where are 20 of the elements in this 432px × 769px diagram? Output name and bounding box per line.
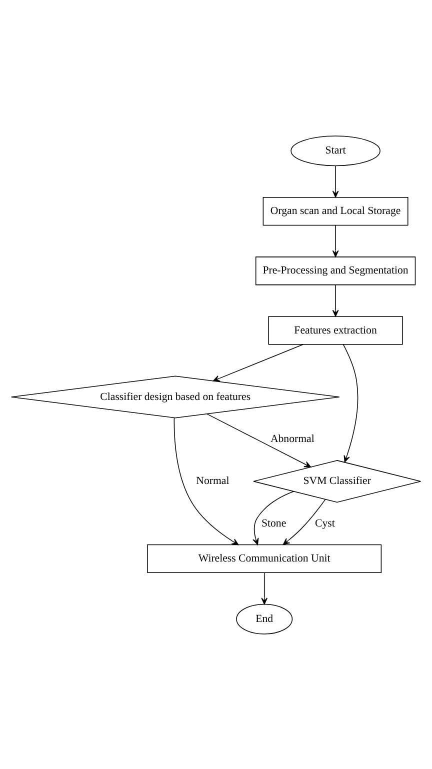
- arrow: [332, 284, 339, 316]
- arrow: [212, 344, 304, 381]
- arrow: [206, 413, 312, 467]
- node-ellipse: Start: [290, 135, 380, 166]
- arrow: [261, 572, 268, 604]
- node-ellipse: End: [236, 603, 293, 634]
- arrow: [332, 224, 339, 257]
- arrow: [282, 498, 326, 544]
- node-box: Organ scan and Local Storage: [262, 196, 408, 226]
- arrow: [252, 490, 294, 545]
- edge-label: Normal: [196, 474, 230, 487]
- node-box: Pre-Processing and Segmentation: [255, 256, 416, 285]
- edge-label: Cyst: [314, 516, 335, 529]
- edge-label: Abnormal: [270, 432, 314, 445]
- arrow: [174, 417, 239, 545]
- arrow: [342, 344, 358, 462]
- edge-label: Stone: [261, 516, 286, 529]
- node-box: Features extraction: [268, 316, 403, 344]
- node-box: Wireless Communication Unit: [147, 544, 382, 573]
- arrow: [332, 165, 339, 198]
